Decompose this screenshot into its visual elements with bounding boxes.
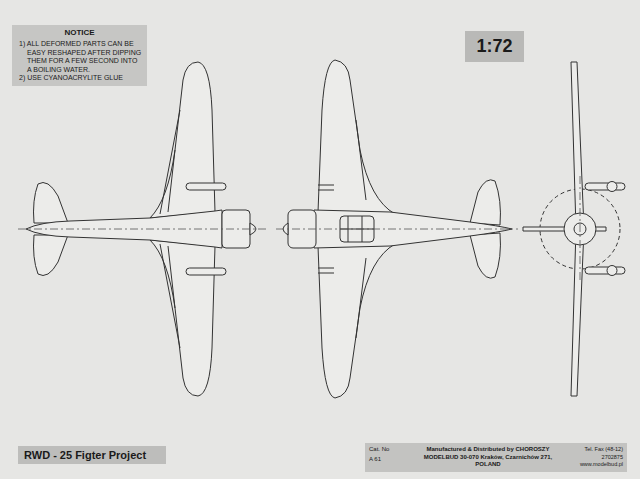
notice-heading: NOTICE [17,28,142,37]
wing-outline [318,244,395,398]
text-box: 1:72 [465,31,524,62]
catalog-label: Cat. No [369,446,389,452]
text-box: NOTICE 1) ALL DEFORMED PARTS CAN BE EASY … [12,25,147,86]
title-box: RWD - 25 Figter Project [18,446,166,464]
catalog-number: A 61 [369,456,381,462]
notice-item: 1) ALL DEFORMED PARTS CAN BE EASY RESHAP… [17,40,142,74]
wing-outline [318,60,395,214]
wing-outline [150,240,215,396]
stabilizer-outline [470,180,500,225]
title-text: RWD - 25 Figter Project [24,449,160,461]
center-line [18,176,580,282]
gun-pod [585,183,625,190]
stabilizer-outline [34,235,69,276]
manufacturer-address: Manufactured & Distributed by CHOROSZY M… [413,446,563,469]
gun-pod [585,267,625,274]
stabilizer-outline [34,183,69,224]
gun-end [607,266,617,276]
contact-info: Tel. Fax (48-12) 2702875 www.modelbud.pl [569,446,623,469]
text-box: Cat. No A 61 Manufactured & Distributed by… [365,443,627,472]
notice-item: 2) USE CYANOACRYLITE GLUE [17,74,142,83]
scale-label: 1:72 [467,36,522,57]
gun-end [607,182,617,192]
gun-pod [186,183,226,190]
stabilizer-outline [470,233,500,278]
gun-pod [186,268,226,275]
wing-outline [150,62,215,218]
